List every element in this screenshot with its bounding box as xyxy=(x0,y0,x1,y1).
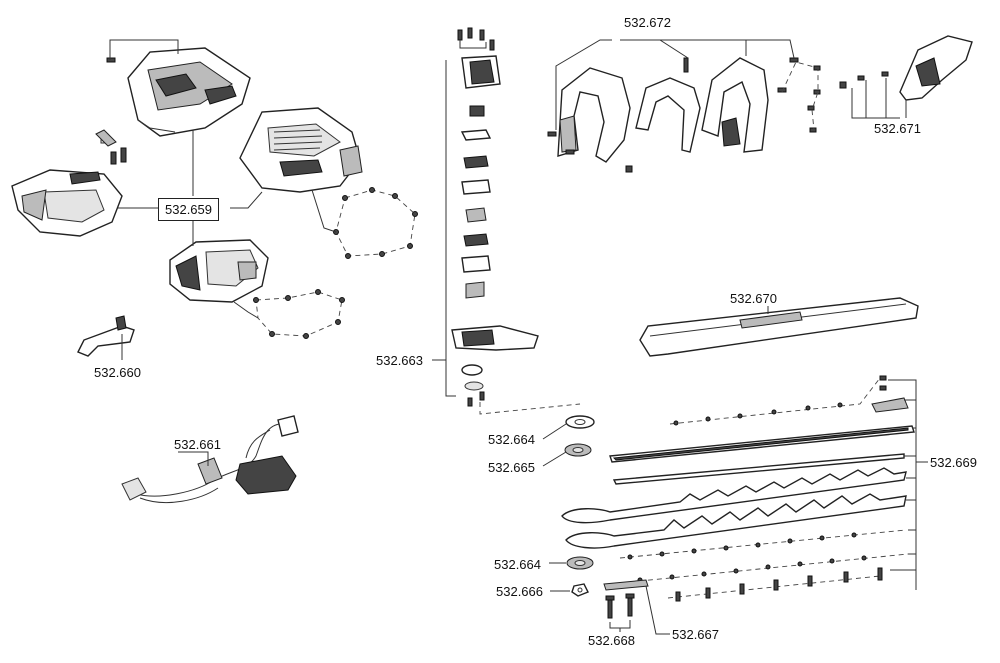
leader-lines-532-659 xyxy=(109,39,263,246)
nut-532-666 xyxy=(571,583,589,597)
washer-532-664-top xyxy=(565,415,595,429)
switch-lever xyxy=(95,129,117,147)
stack-to-blade-dash xyxy=(479,402,581,415)
handle-shell-left xyxy=(11,169,123,237)
washer-532-664-bottom xyxy=(566,556,594,570)
leader-532-665 xyxy=(542,451,567,467)
trigger-part xyxy=(77,315,135,357)
leader-lines-532-669 xyxy=(888,379,928,590)
screw-loop-right-shell xyxy=(333,187,418,259)
part-number-532-665: 532.665 xyxy=(488,460,535,475)
washer-532-665 xyxy=(564,443,592,457)
part-number-532-671: 532.671 xyxy=(874,121,921,136)
housing-top-shell xyxy=(127,47,251,137)
screw-loop-motor-cover xyxy=(253,289,345,339)
front-handle-parts xyxy=(547,57,821,173)
leader-532-664-top xyxy=(542,423,567,440)
leader-532-668 xyxy=(609,620,631,632)
blade-cover-532-670 xyxy=(639,297,919,357)
housing-side-shell-right xyxy=(239,107,363,193)
part-number-532-668: 532.668 xyxy=(588,633,635,648)
part-number-532-659: 532.659 xyxy=(158,198,219,221)
leader-lines-532-672 xyxy=(555,39,795,130)
motor-cover-shell xyxy=(169,239,269,303)
wiring-harness xyxy=(121,415,299,504)
leader-lines-532-671 xyxy=(851,78,907,119)
handle-grip-532-671 xyxy=(839,35,973,101)
part-number-532-664-top: 532.664 xyxy=(488,432,535,447)
gear-stack xyxy=(445,27,539,407)
blade-assembly xyxy=(561,375,915,602)
leader-532-661 xyxy=(178,451,209,466)
plate-532-667 xyxy=(603,579,649,591)
part-number-532-669: 532.669 xyxy=(930,455,977,470)
part-number-532-672: 532.672 xyxy=(624,15,671,30)
housing-screws xyxy=(100,57,127,165)
part-number-532-660: 532.660 xyxy=(94,365,141,380)
part-number-532-664-bottom: 532.664 xyxy=(494,557,541,572)
bolts-532-668 xyxy=(605,593,635,619)
part-number-532-663: 532.663 xyxy=(376,353,423,368)
part-number-532-661: 532.661 xyxy=(174,437,221,452)
part-number-532-670: 532.670 xyxy=(730,291,777,306)
part-number-532-666: 532.666 xyxy=(496,584,543,599)
part-number-532-667: 532.667 xyxy=(672,627,719,642)
leader-532-667 xyxy=(645,585,670,635)
